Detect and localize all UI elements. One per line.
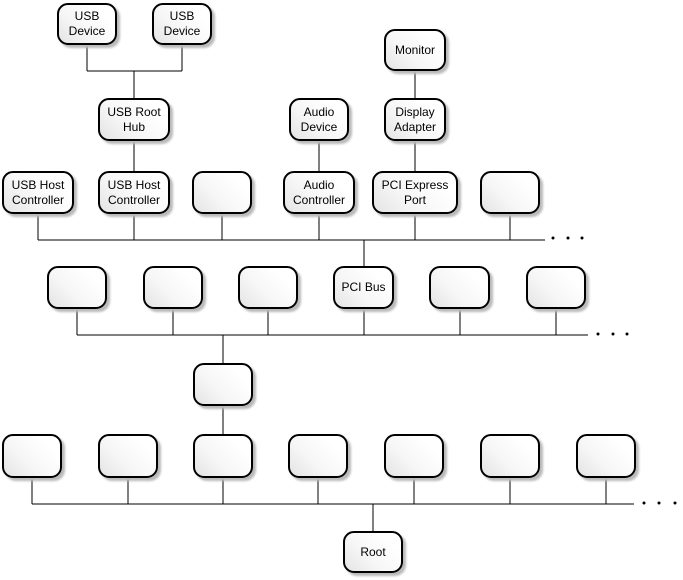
node-label-monitor: Monitor	[394, 42, 435, 57]
node-usb-host-controller-1: USB Host Controller	[2, 171, 74, 214]
node-audio-device: Audio Device	[289, 98, 349, 141]
node-label-usb-host-controller-2: USB Host Controller	[107, 177, 161, 207]
node-usb-host-controller-2: USB Host Controller	[98, 171, 170, 214]
node-audio-controller: Audio Controller	[283, 171, 355, 214]
node-label-audio-controller: Audio Controller	[292, 177, 346, 207]
node-label-display-adapter: Display Adapter	[393, 104, 437, 134]
node-monitor: Monitor	[384, 29, 446, 71]
node-unnamed-6b	[98, 434, 158, 478]
node-unnamed-3b	[480, 171, 540, 214]
node-usb-root-hub: USB Root Hub	[98, 98, 170, 141]
ellipsis-dot-more-controllers	[551, 236, 555, 240]
node-label-usb-host-controller-1: USB Host Controller	[11, 177, 65, 207]
node-unnamed-4b	[143, 266, 203, 309]
node-unnamed-6c	[193, 434, 253, 478]
node-label-pci-bus: PCI Bus	[341, 280, 386, 294]
ellipsis-dot-more-buses	[596, 332, 600, 336]
node-label-usb-root-hub: USB Root Hub	[107, 104, 161, 134]
node-label-audio-device: Audio Device	[300, 104, 338, 134]
node-unnamed-6g	[576, 434, 636, 478]
ellipsis-dot-more-root-children	[657, 501, 661, 505]
node-label-usb-device-2: USB Device	[163, 9, 201, 38]
ellipsis-dot-more-controllers	[580, 236, 584, 240]
node-unnamed-6a	[2, 434, 62, 478]
node-unnamed-4a	[47, 266, 107, 309]
node-pci-express-port: PCI Express Port	[372, 171, 458, 214]
node-unnamed-4e	[526, 266, 586, 309]
ellipsis-dot-more-buses	[611, 332, 615, 336]
ellipsis-dot-more-controllers	[566, 236, 570, 240]
ellipsis-dot-more-root-children	[673, 501, 677, 505]
ellipsis-dot-more-root-children	[642, 501, 646, 505]
node-pci-bus: PCI Bus	[333, 266, 394, 309]
node-unnamed-6e	[384, 434, 444, 478]
node-label-pci-express-port: PCI Express Port	[381, 177, 449, 207]
node-usb-device-2: USB Device	[152, 3, 212, 45]
node-label-usb-device-1: USB Device	[68, 9, 106, 38]
ellipsis-dot-more-buses	[625, 332, 629, 336]
node-unnamed-4c	[238, 266, 298, 309]
node-unnamed-5	[193, 363, 253, 406]
node-unnamed-3a	[192, 171, 252, 214]
node-display-adapter: Display Adapter	[384, 98, 446, 141]
node-label-root: Root	[360, 544, 386, 559]
node-unnamed-6f	[480, 434, 540, 478]
node-unnamed-6d	[288, 434, 348, 478]
node-usb-device-1: USB Device	[57, 3, 117, 45]
node-unnamed-4d	[429, 266, 490, 309]
node-root: Root	[343, 531, 403, 573]
